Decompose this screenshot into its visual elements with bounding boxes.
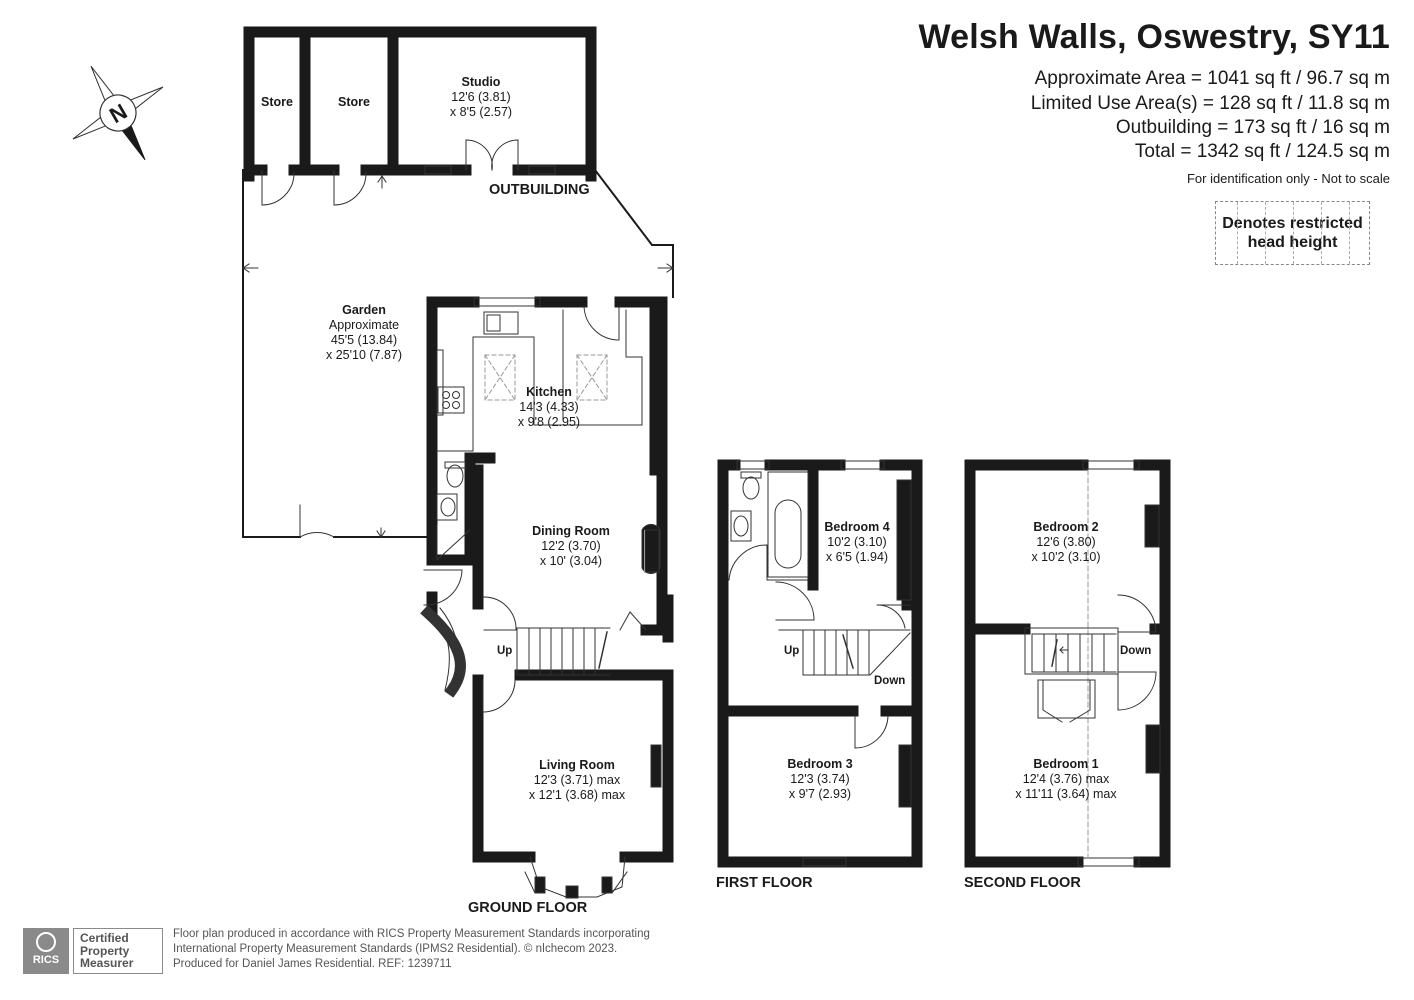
property-title: Welsh Walls, Oswestry, SY11 — [918, 18, 1390, 56]
store-1-label: Store — [261, 95, 293, 109]
outbuilding-doors — [261, 139, 556, 206]
identification-note: For identification only - Not to scale — [1186, 171, 1390, 186]
approximate-area: Approximate Area = 1041 sq ft / 96.7 sq … — [1034, 68, 1390, 89]
garden-door — [242, 263, 674, 538]
first-floor-label: FIRST FLOOR — [716, 875, 813, 891]
second-floor-label: SECOND FLOOR — [964, 875, 1081, 891]
total-area: Total = 1342 sq ft / 124.5 sq m — [1134, 141, 1390, 162]
first-stairs-down-label: Down — [874, 675, 906, 687]
first-floor-walls — [717, 459, 923, 868]
first-stairs-up-label: Up — [784, 645, 800, 657]
compass-icon — [72, 65, 164, 161]
limited-use-area: Limited Use Area(s) = 128 sq ft / 11.8 s… — [1030, 93, 1390, 114]
outbuilding-walls — [243, 26, 597, 182]
second-floor-fittings — [1024, 460, 1161, 867]
footer-line-1: Floor plan produced in accordance with R… — [173, 928, 650, 940]
legend-line-1: Denotes restricted — [1222, 215, 1363, 232]
outbuilding-area: Outbuilding = 173 sq ft / 16 sq m — [1115, 117, 1390, 138]
footer-notes: Floor plan produced in accordance with R… — [173, 927, 650, 972]
ground-floor-label: GROUND FLOOR — [468, 900, 588, 916]
second-stairs-down-label: Down — [1120, 645, 1152, 657]
ground-stairs-up-label: Up — [497, 645, 513, 657]
ground-floor-fittings — [420, 297, 662, 899]
footer-line-2: International Property Measurement Stand… — [173, 943, 618, 955]
ground-floor-walls — [426, 296, 674, 863]
store-2-label: Store — [338, 95, 370, 109]
legend-line-2: head height — [1247, 234, 1338, 251]
rics-logo-icon: RICS — [23, 928, 69, 974]
restricted-head-height-legend: Denotes restricted head height — [1215, 201, 1370, 265]
outbuilding-floor-label: OUTBUILDING — [489, 182, 590, 198]
first-floor-fittings — [728, 460, 912, 867]
garden-boundary — [242, 168, 674, 538]
footer-line-3: Produced for Daniel James Residential. R… — [173, 958, 452, 970]
